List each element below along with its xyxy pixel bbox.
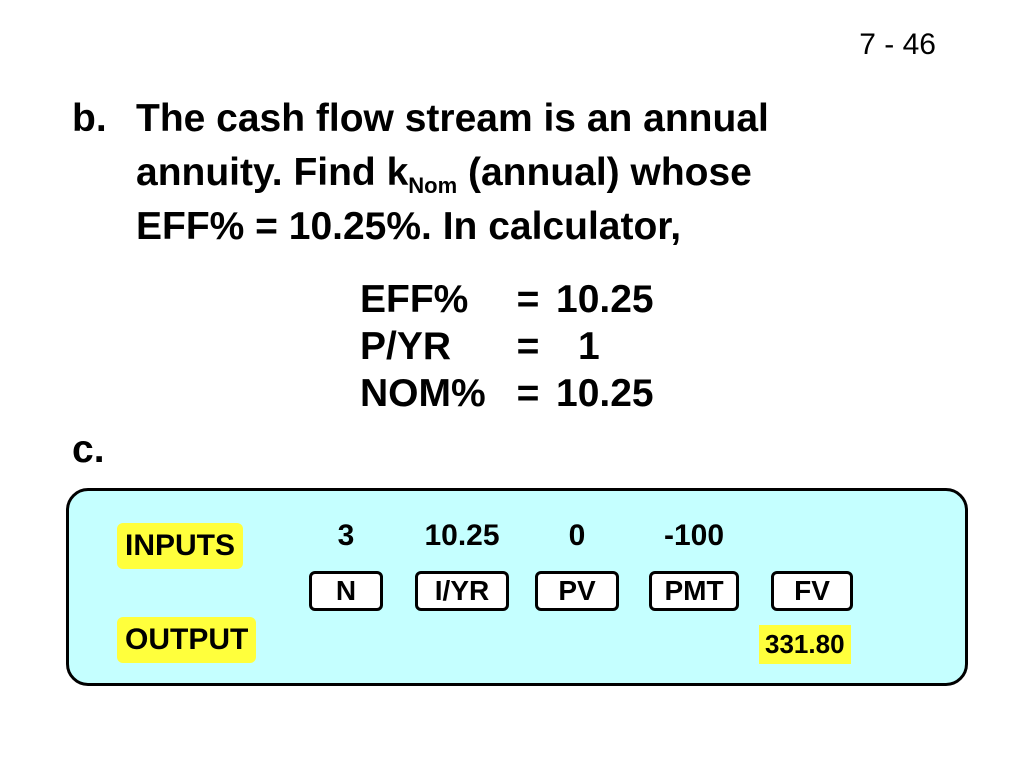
part-b-line-2-text: annuity. Find k <box>136 151 409 194</box>
pyr-label: P/YR <box>360 325 452 368</box>
part-b-marker: b. <box>72 97 107 140</box>
part-b-line-1: b. The cash flow stream is an annual <box>72 92 952 146</box>
part-b-line-2-tail: (annual) whose <box>457 151 752 194</box>
input-pmt-value: -100 <box>663 519 725 552</box>
pv-key[interactable]: PV <box>535 571 619 611</box>
input-iyr-value: 10.25 <box>424 519 500 552</box>
nom-equals: = <box>516 372 540 415</box>
part-b-line-3-text: EFF% = 10.25%. In calculator, <box>136 205 682 248</box>
part-b-line-2: annuity. Find kNom (annual) whose <box>72 146 952 200</box>
calculator-settings: EFF% = 10.25 P/YR = 1 NOM% = 10.25 <box>360 276 654 417</box>
nom-value: 10.25 <box>556 372 654 415</box>
iyr-key[interactable]: I/YR <box>415 571 509 611</box>
nom-label: NOM% <box>360 372 486 415</box>
nom-line: NOM% = 10.25 <box>360 370 654 417</box>
fv-output-value: 331.80 <box>759 625 851 664</box>
eff-label: EFF% <box>360 278 469 321</box>
eff-line: EFF% = 10.25 <box>360 276 654 323</box>
slide-number: 7 - 46 <box>859 28 936 61</box>
part-b-line-1-text: The cash flow stream is an annual <box>136 97 769 140</box>
fv-key[interactable]: FV <box>771 571 853 611</box>
output-label: OUTPUT <box>117 617 257 663</box>
eff-equals: = <box>516 278 540 321</box>
part-c-marker: c. <box>72 428 105 471</box>
pyr-equals: = <box>516 325 540 368</box>
pyr-value: 1 <box>578 325 600 368</box>
pmt-key[interactable]: PMT <box>649 571 739 611</box>
input-pv-value: 0 <box>568 519 586 552</box>
part-b-text: b. The cash flow stream is an annual annu… <box>72 92 952 254</box>
eff-value: 10.25 <box>556 278 654 321</box>
calculator-panel: INPUTS OUTPUT 3 10.25 0 -100 N I/YR PV P… <box>66 488 968 686</box>
input-n-value: 3 <box>337 519 355 552</box>
k-nom-subscript: Nom <box>408 173 458 198</box>
inputs-label: INPUTS <box>117 523 244 569</box>
part-b-line-3: EFF% = 10.25%. In calculator, <box>72 200 952 254</box>
pyr-line: P/YR = 1 <box>360 323 654 370</box>
n-key[interactable]: N <box>309 571 383 611</box>
